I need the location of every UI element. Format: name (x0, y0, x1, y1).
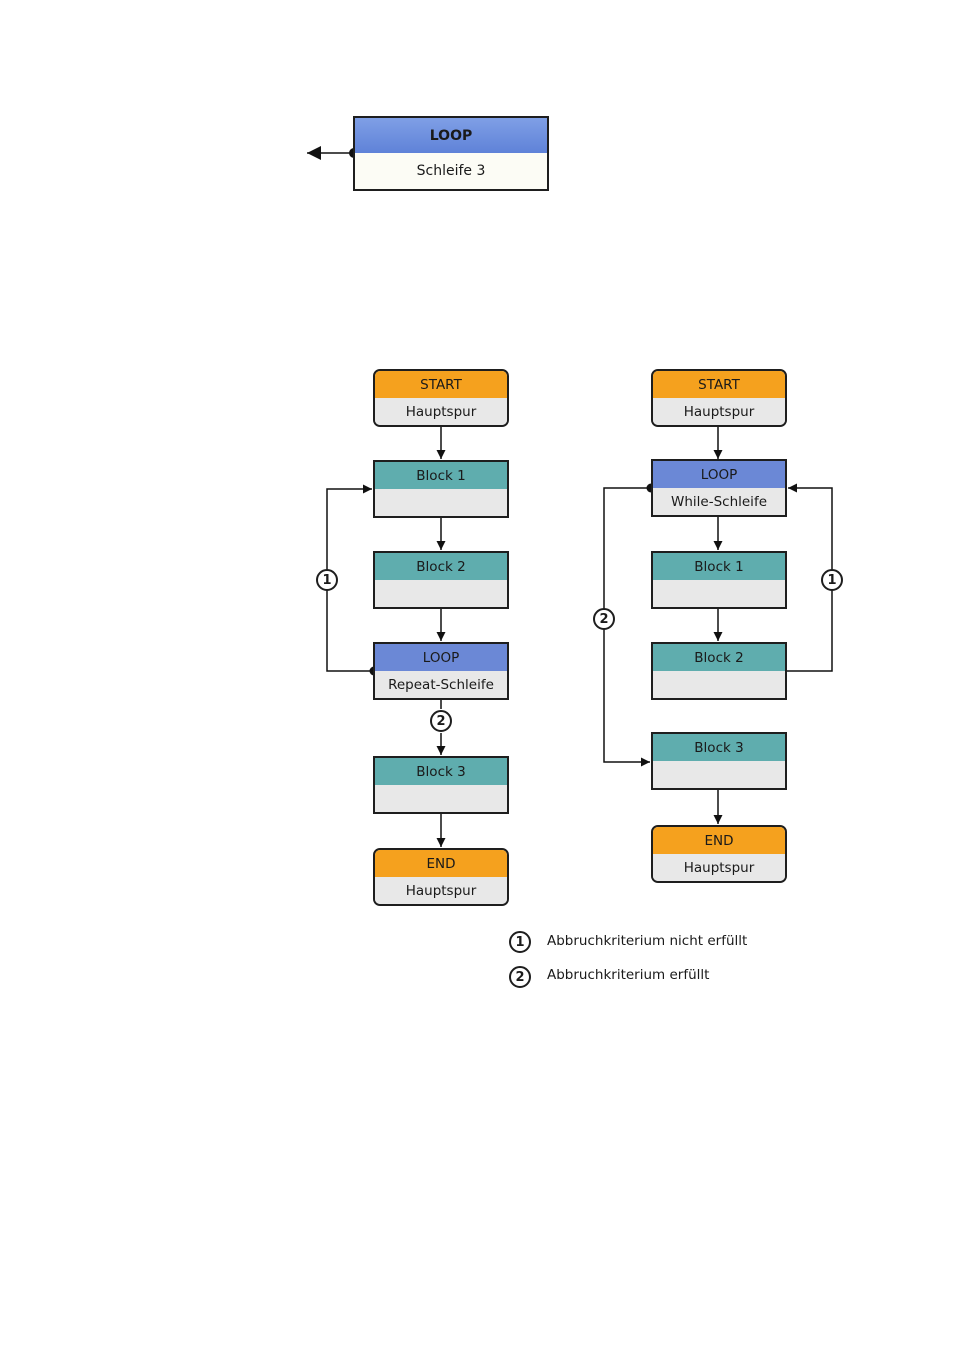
node-header: END (375, 850, 507, 878)
legend-text-met: Abbruchkriterium erfüllt (547, 967, 709, 983)
node-header: Block 1 (375, 462, 507, 490)
node-body: Hauptspur (375, 877, 507, 904)
right-block-2[interactable]: Block 2 (651, 642, 787, 700)
node-body (653, 761, 785, 788)
node-header: Block 2 (375, 553, 507, 581)
right-start-node[interactable]: START Hauptspur (651, 369, 787, 427)
node-body: Hauptspur (653, 398, 785, 425)
node-body (375, 489, 507, 516)
left-end-node[interactable]: END Hauptspur (373, 848, 509, 906)
node-header: END (653, 827, 785, 855)
badge-right-met: 2 (593, 608, 615, 630)
right-end-node[interactable]: END Hauptspur (651, 825, 787, 883)
badge-left-not-met: 1 (316, 569, 338, 591)
node-header: START (653, 371, 785, 399)
left-block-1[interactable]: Block 1 (373, 460, 509, 518)
loop-label: Schleife 3 (355, 153, 547, 189)
node-body (375, 785, 507, 812)
node-body (375, 580, 507, 607)
left-start-node[interactable]: START Hauptspur (373, 369, 509, 427)
left-repeat-loop[interactable]: LOOP Repeat-Schleife (373, 642, 509, 700)
badge-right-not-met: 1 (821, 569, 843, 591)
node-header: START (375, 371, 507, 399)
right-block-1[interactable]: Block 1 (651, 551, 787, 609)
loop-element-schleife-3[interactable]: LOOP Schleife 3 (353, 116, 549, 191)
node-header: Block 2 (653, 644, 785, 672)
node-header: Block 3 (375, 758, 507, 786)
node-body: Hauptspur (375, 398, 507, 425)
node-body: While-Schleife (653, 488, 785, 515)
badge-left-met: 2 (430, 710, 452, 732)
legend-badge-1: 1 (509, 931, 531, 953)
right-block-3[interactable]: Block 3 (651, 732, 787, 790)
node-body (653, 580, 785, 607)
node-header: LOOP (375, 644, 507, 672)
loop-header: LOOP (355, 118, 547, 154)
node-body: Repeat-Schleife (375, 671, 507, 698)
left-block-2[interactable]: Block 2 (373, 551, 509, 609)
legend-badge-2: 2 (509, 966, 531, 988)
right-while-loop[interactable]: LOOP While-Schleife (651, 459, 787, 517)
left-block-3[interactable]: Block 3 (373, 756, 509, 814)
node-header: Block 3 (653, 734, 785, 762)
legend-text-not-met: Abbruchkriterium nicht erfüllt (547, 933, 747, 949)
node-body: Hauptspur (653, 854, 785, 881)
node-header: Block 1 (653, 553, 785, 581)
node-body (653, 671, 785, 698)
node-header: LOOP (653, 461, 785, 489)
